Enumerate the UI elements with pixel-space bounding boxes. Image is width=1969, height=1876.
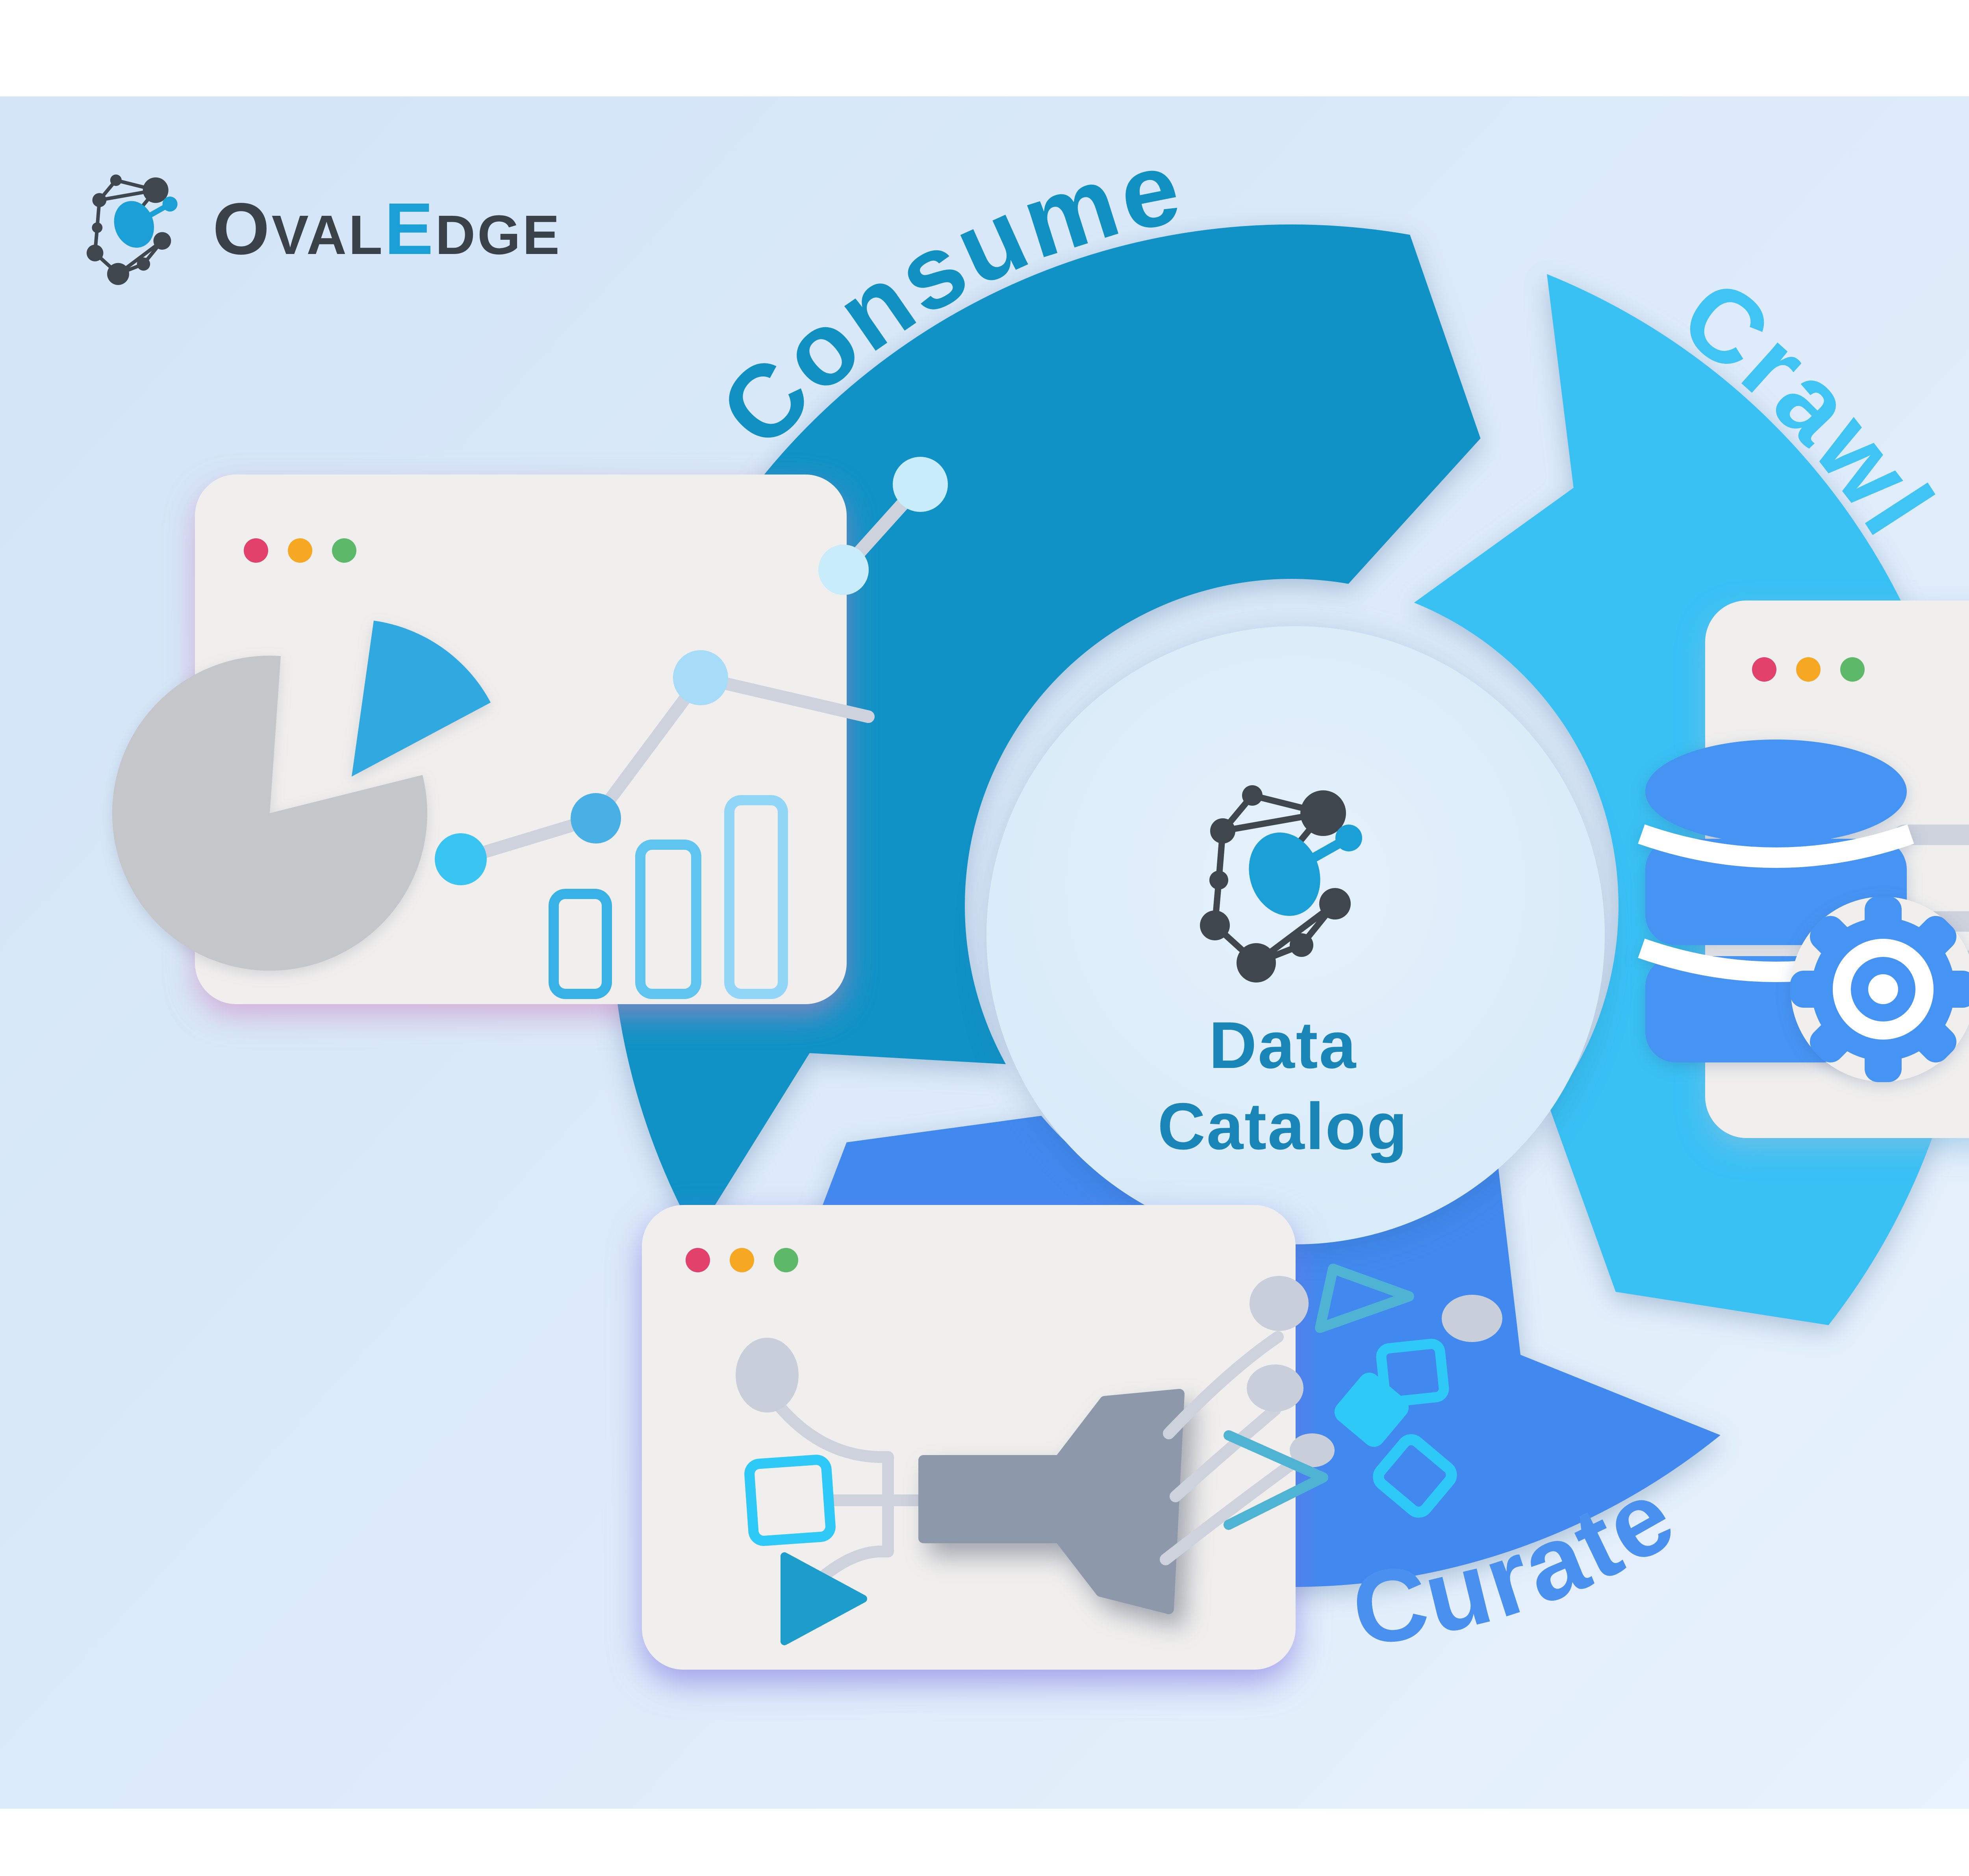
line-chart-point: [571, 793, 621, 843]
pipeline-link: [1163, 1331, 1284, 1439]
gear-tooth: [1865, 896, 1902, 940]
window-dot-icon-red: [1752, 657, 1776, 682]
triangle-icon: [1315, 1264, 1414, 1333]
square-icon: [1376, 1338, 1449, 1407]
funnel-icon: [918, 1389, 1185, 1614]
brand-part-e: E: [384, 188, 435, 270]
gear-tooth: [1932, 971, 1969, 1008]
pie-blue-slice: [352, 621, 491, 777]
line-chart-point: [435, 833, 487, 885]
pipeline-diagram: [736, 1276, 1335, 1645]
window-dot-icon-orange: [730, 1248, 754, 1272]
pipeline-window: [642, 1205, 1335, 1670]
pipeline-link: [773, 1400, 929, 1506]
square-icon: [744, 1455, 836, 1546]
diamond-icon-filled: [1334, 1372, 1409, 1447]
line-chart-point-pale: [893, 457, 948, 512]
gear-tooth: [1810, 1016, 1856, 1063]
pie-chart-icon: [112, 621, 491, 971]
window-dot-icon-orange: [288, 538, 312, 563]
brand-logo-text: OvalEdge: [213, 188, 562, 270]
triangle-icon: [781, 1552, 867, 1645]
brand-logo: OvalEdge: [87, 174, 562, 285]
window-dot-icon-red: [244, 538, 268, 563]
crawler-window: [1638, 601, 1969, 1138]
line-chart-extension: [818, 457, 948, 595]
pipeline-window-frame: [642, 1205, 1296, 1670]
window-dot-icon-green: [332, 538, 356, 563]
bar-chart-icon: [549, 795, 788, 999]
gear-tooth: [1910, 916, 1957, 962]
gear-icon: [1790, 896, 1969, 1082]
window-dot-icon-green: [1840, 657, 1865, 682]
gear-tooth: [1790, 971, 1834, 1008]
line-chart-point-pale: [818, 545, 869, 595]
pipeline-link: [1160, 1451, 1307, 1565]
pipeline-node: [736, 1338, 799, 1413]
center-title-line1: Data: [1209, 1008, 1357, 1082]
brand-part-o: O: [213, 188, 272, 270]
gear-tooth: [1865, 1038, 1902, 1082]
database-top: [1645, 740, 1907, 843]
line-chart-path: [454, 671, 875, 866]
window-dot-icon-green: [774, 1248, 798, 1272]
data-catalog-hub: Data Catalog: [986, 626, 1605, 1244]
brand-part-val: val: [272, 204, 385, 266]
pipeline-node: [1247, 1364, 1303, 1412]
pipeline-link: [1170, 1404, 1281, 1502]
pipeline-node: [1290, 1433, 1335, 1467]
curate-scatter-shapes: [1224, 1264, 1502, 1530]
chevron-icon: [1224, 1430, 1328, 1530]
diamond-icon: [1373, 1434, 1457, 1518]
window-dot-icon-red: [686, 1248, 710, 1272]
center-title-line2: Catalog: [1157, 1089, 1408, 1163]
bar-large: [724, 795, 788, 999]
pipeline-node: [1250, 1276, 1309, 1331]
database-separator: [1638, 824, 1914, 868]
bar-small: [549, 889, 612, 999]
brand-part-dge: dge: [435, 204, 562, 266]
analytics-window: [112, 475, 875, 1004]
line-chart-icon: [435, 650, 875, 885]
gear-tooth: [1810, 916, 1856, 962]
line-chart-point: [673, 650, 728, 705]
gear-face: [1833, 939, 1934, 1040]
gear-teeth: [1790, 896, 1969, 1082]
window-dot-icon-orange: [1796, 657, 1821, 682]
gear-hub: [1851, 957, 1915, 1021]
gear-tooth: [1910, 1016, 1957, 1063]
pie-gray-wedge: [112, 656, 427, 971]
scatter-node: [1442, 1295, 1502, 1342]
bar-medium: [635, 840, 701, 999]
